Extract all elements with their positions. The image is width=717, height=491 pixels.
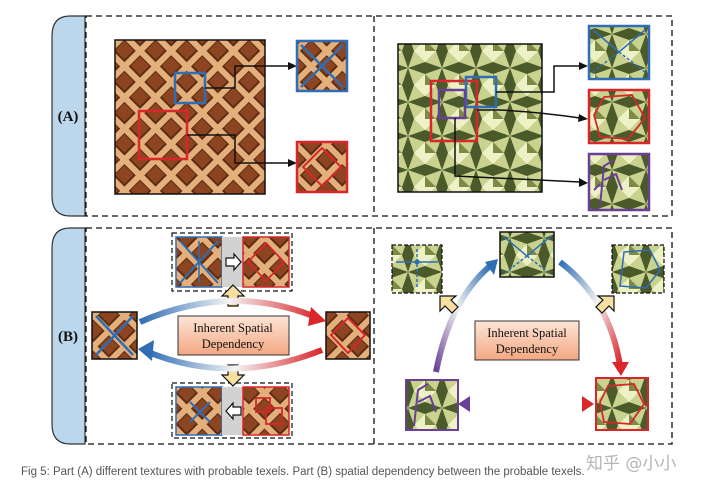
right-dependency-line1: Inherent Spatial (487, 326, 567, 340)
purple-red-left-arrowhead (458, 396, 470, 412)
purple-to-blue-arrow (433, 263, 492, 373)
waffle-texel-red-thumbnail (295, 140, 349, 194)
panel-a-side-tab (51, 15, 86, 217)
crystal-purple-arrowhead (579, 178, 588, 187)
crystal-texture-image (397, 43, 543, 193)
red-to-blue-arrowhead (138, 340, 154, 361)
right-right-cursor-arrow (595, 295, 615, 314)
right-bottom-red-texel (595, 377, 649, 431)
crystal-blue-arrowhead (579, 62, 588, 70)
right-left-cursor-arrow (439, 295, 459, 314)
crystal-red-arrowhead (578, 114, 588, 122)
panel-b-frame (85, 227, 673, 445)
top-strip-up-cursor-arrow (220, 284, 246, 307)
bottom-strip-down-cursor-arrow (220, 364, 246, 387)
bottom-strip-left-arrow (225, 401, 242, 421)
right-dependency-box (474, 320, 580, 361)
right-upper-left-texel (391, 244, 443, 294)
panel-b-label: (B) (58, 329, 78, 345)
crystal-blue-connector (496, 65, 580, 93)
waffle-blue-arrowhead (288, 62, 297, 70)
waffle-red-arrowhead (288, 159, 297, 167)
right-top-blue-texel (499, 231, 555, 278)
crystal-texel-blue-thumbnail (587, 24, 651, 81)
panel-a-label: (A) (58, 109, 79, 125)
blue-to-red-diagonal-arrowhead (612, 362, 629, 376)
purple-red-right-arrowhead (582, 396, 594, 412)
waffle-blue-connector (205, 65, 290, 89)
left-blue-texel (91, 311, 138, 360)
crystal-purple-connector (454, 118, 581, 183)
crystal-texel-red-thumbnail (587, 88, 651, 145)
top-strip-right-arrow (225, 252, 242, 272)
crystal-texel-purple-box (437, 88, 467, 120)
right-bottom-purple-texel (405, 379, 459, 431)
figure-caption: Fig 5: Part (A) different textures with … (21, 466, 585, 478)
crystal-texel-red-box (429, 79, 479, 143)
red-to-blue-arc (146, 347, 324, 372)
watermark: 知乎 @小小 (586, 454, 677, 474)
left-dependency-box (177, 315, 290, 356)
panel-b-side-tab (51, 227, 86, 445)
right-upper-right-texel (611, 244, 665, 294)
purple-to-blue-arrowhead (485, 259, 498, 275)
blue-to-red-arrowhead (308, 307, 326, 326)
blue-to-red-arc (138, 298, 320, 325)
right-dependency-line2: Dependency (496, 342, 559, 356)
waffle-red-connector (187, 134, 290, 164)
crystal-texel-purple-thumbnail (587, 152, 651, 212)
left-red-texel (325, 311, 371, 360)
waffle-texture-image (114, 39, 266, 195)
left-dependency-line2: Dependency (202, 337, 265, 351)
waffle-texel-blue-thumbnail (295, 39, 349, 93)
left-dependency-line1: Inherent Spatial (193, 321, 273, 335)
crystal-red-connector (477, 109, 581, 119)
panel-a-frame (85, 15, 673, 217)
